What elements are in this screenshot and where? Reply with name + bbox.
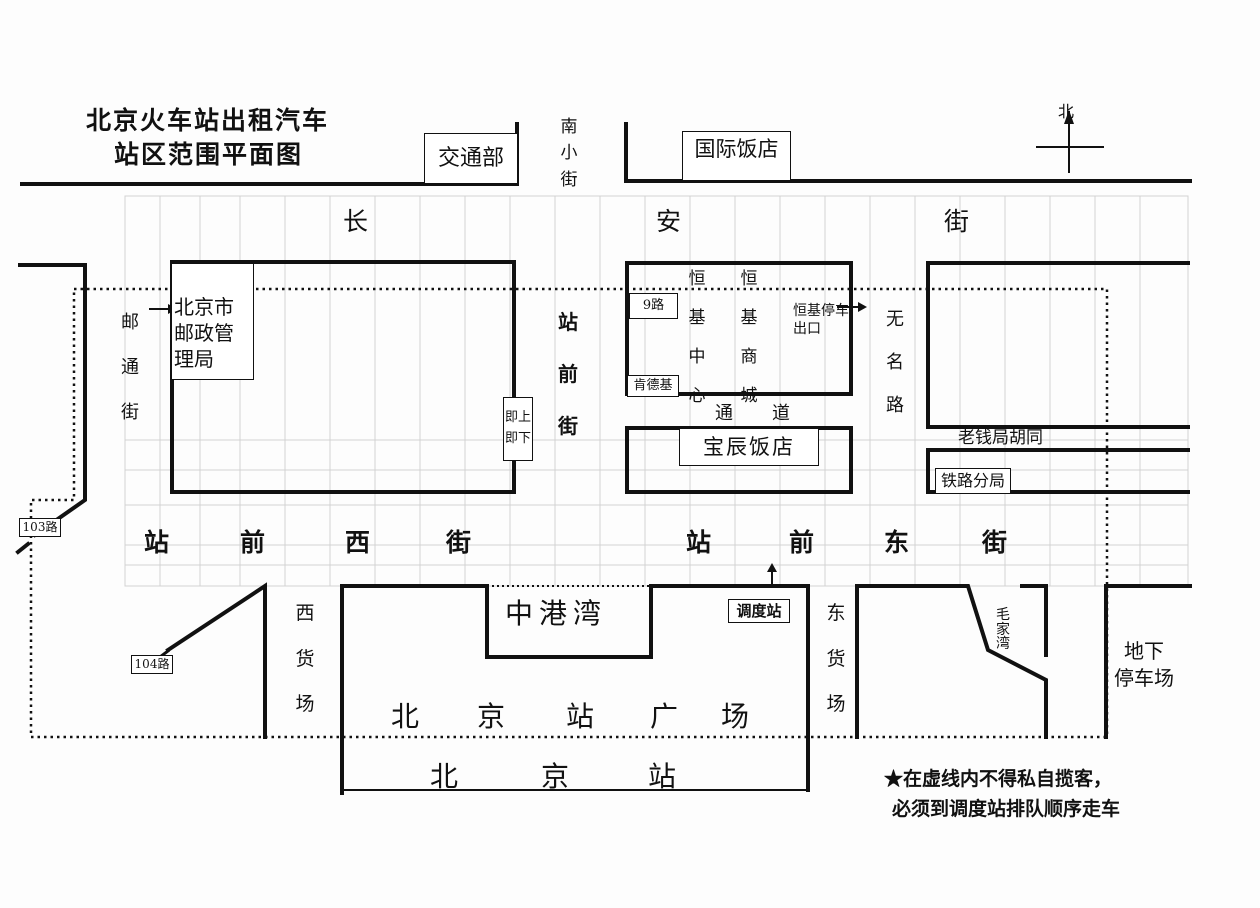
tongdao-char-2: 道 bbox=[772, 403, 790, 424]
nanxiaojie-label: 南 小 街 bbox=[560, 117, 578, 190]
zhanqianjie-label: 站 前 街 bbox=[558, 310, 578, 438]
postal-bureau: 北京市 邮政管 理局 bbox=[172, 264, 254, 380]
hengji-exit-arrow-head bbox=[858, 302, 867, 312]
block-baochen bbox=[625, 426, 853, 494]
changan-char-2: 安 bbox=[656, 207, 682, 236]
changan-north-east-curb bbox=[624, 122, 1192, 183]
station-char-2: 京 bbox=[541, 760, 570, 793]
station-plaza-outline bbox=[340, 584, 810, 795]
compass-north-label: 北 bbox=[1058, 102, 1075, 121]
hengji-center-label: 恒 基 中 心 bbox=[688, 269, 706, 407]
route9-stop: 9路 bbox=[629, 293, 678, 319]
compass-arrow bbox=[1064, 110, 1074, 124]
west-yard-wall bbox=[165, 582, 267, 739]
zq-west-char-2: 前 bbox=[240, 528, 266, 557]
laoqianju-hutong-label: 老钱局胡同 bbox=[958, 428, 1043, 448]
underground-parking: 地下 停车场 bbox=[1114, 639, 1174, 690]
tongdao-char-1: 通 bbox=[715, 403, 733, 424]
changan-char-3: 街 bbox=[944, 207, 970, 236]
route104-stop: 104路 bbox=[131, 655, 173, 674]
youtongjie-label: 邮 通 街 bbox=[121, 312, 139, 423]
east-yard-wall bbox=[855, 584, 1048, 739]
route103-mark bbox=[15, 541, 31, 555]
notice-line-1: ★在虚线内不得私自揽客， bbox=[884, 768, 1113, 790]
railway-branch-office: 铁路分局 bbox=[935, 468, 1011, 494]
zq-east-char-4: 街 bbox=[982, 528, 1008, 557]
station-char-1: 北 bbox=[430, 760, 459, 793]
station-char-3: 站 bbox=[648, 760, 677, 793]
no-solicit-boundary bbox=[29, 287, 1109, 739]
east-cargo-yard: 东 货 场 bbox=[826, 602, 846, 716]
plaza-char-4: 广 bbox=[650, 700, 679, 733]
block-railway bbox=[926, 448, 1190, 494]
notice-line-2: 必须到调度站排队顺序走车 bbox=[892, 798, 1121, 821]
zq-east-char-1: 站 bbox=[686, 528, 712, 557]
youtong-west-curb bbox=[18, 263, 87, 538]
route103-stop: 103路 bbox=[19, 518, 61, 537]
zq-west-char-4: 街 bbox=[446, 528, 472, 557]
title-line-2: 站区范围平面图 bbox=[114, 139, 304, 169]
title-line-1: 北京火车站出租汽车 bbox=[86, 106, 330, 135]
jiaotongbu-building: 交通部 bbox=[424, 133, 518, 184]
zq-west-char-1: 站 bbox=[144, 528, 170, 557]
wumingalu-label: 无 名 路 bbox=[886, 309, 904, 417]
plaza-char-5: 场 bbox=[721, 700, 750, 733]
plaza-char-2: 京 bbox=[477, 700, 506, 733]
map-title: 北京火车站出租汽车 站区范围平面图 bbox=[86, 104, 329, 172]
kfc-label: 肯德基 bbox=[627, 375, 679, 397]
plaza-char-1: 北 bbox=[391, 700, 420, 733]
zq-west-char-3: 西 bbox=[345, 528, 371, 557]
baochen-hotel: 宝辰饭店 bbox=[679, 429, 819, 466]
dispatch-arrow-head bbox=[767, 563, 777, 572]
hengji-parking-exit: 恒基停车 出口 bbox=[793, 303, 849, 337]
maojiawan-label: 毛 家 湾 bbox=[996, 607, 1010, 653]
no-solicit-notice: ★在虚线内不得私自揽客， 必须到调度站排队顺序走车 bbox=[884, 764, 1120, 825]
west-cargo-yard: 西 货 场 bbox=[295, 602, 315, 716]
block-northeast bbox=[926, 261, 1190, 429]
pickup-dropoff-sign: 即上 即下 bbox=[503, 397, 533, 461]
changan-char-1: 长 bbox=[343, 207, 369, 236]
zq-east-char-2: 前 bbox=[789, 528, 815, 557]
zhonggang-bay: 中港湾 bbox=[505, 597, 608, 630]
dispatch-station: 调度站 bbox=[728, 599, 790, 623]
zq-east-char-3: 东 bbox=[884, 528, 910, 557]
maojiawan-wall bbox=[1020, 584, 1048, 657]
hengji-mall-label: 恒 基 商 城 bbox=[740, 269, 758, 407]
block-hengji bbox=[625, 261, 853, 396]
guoji-hotel: 国际饭店 bbox=[682, 131, 791, 181]
plaza-char-3: 站 bbox=[566, 700, 595, 733]
